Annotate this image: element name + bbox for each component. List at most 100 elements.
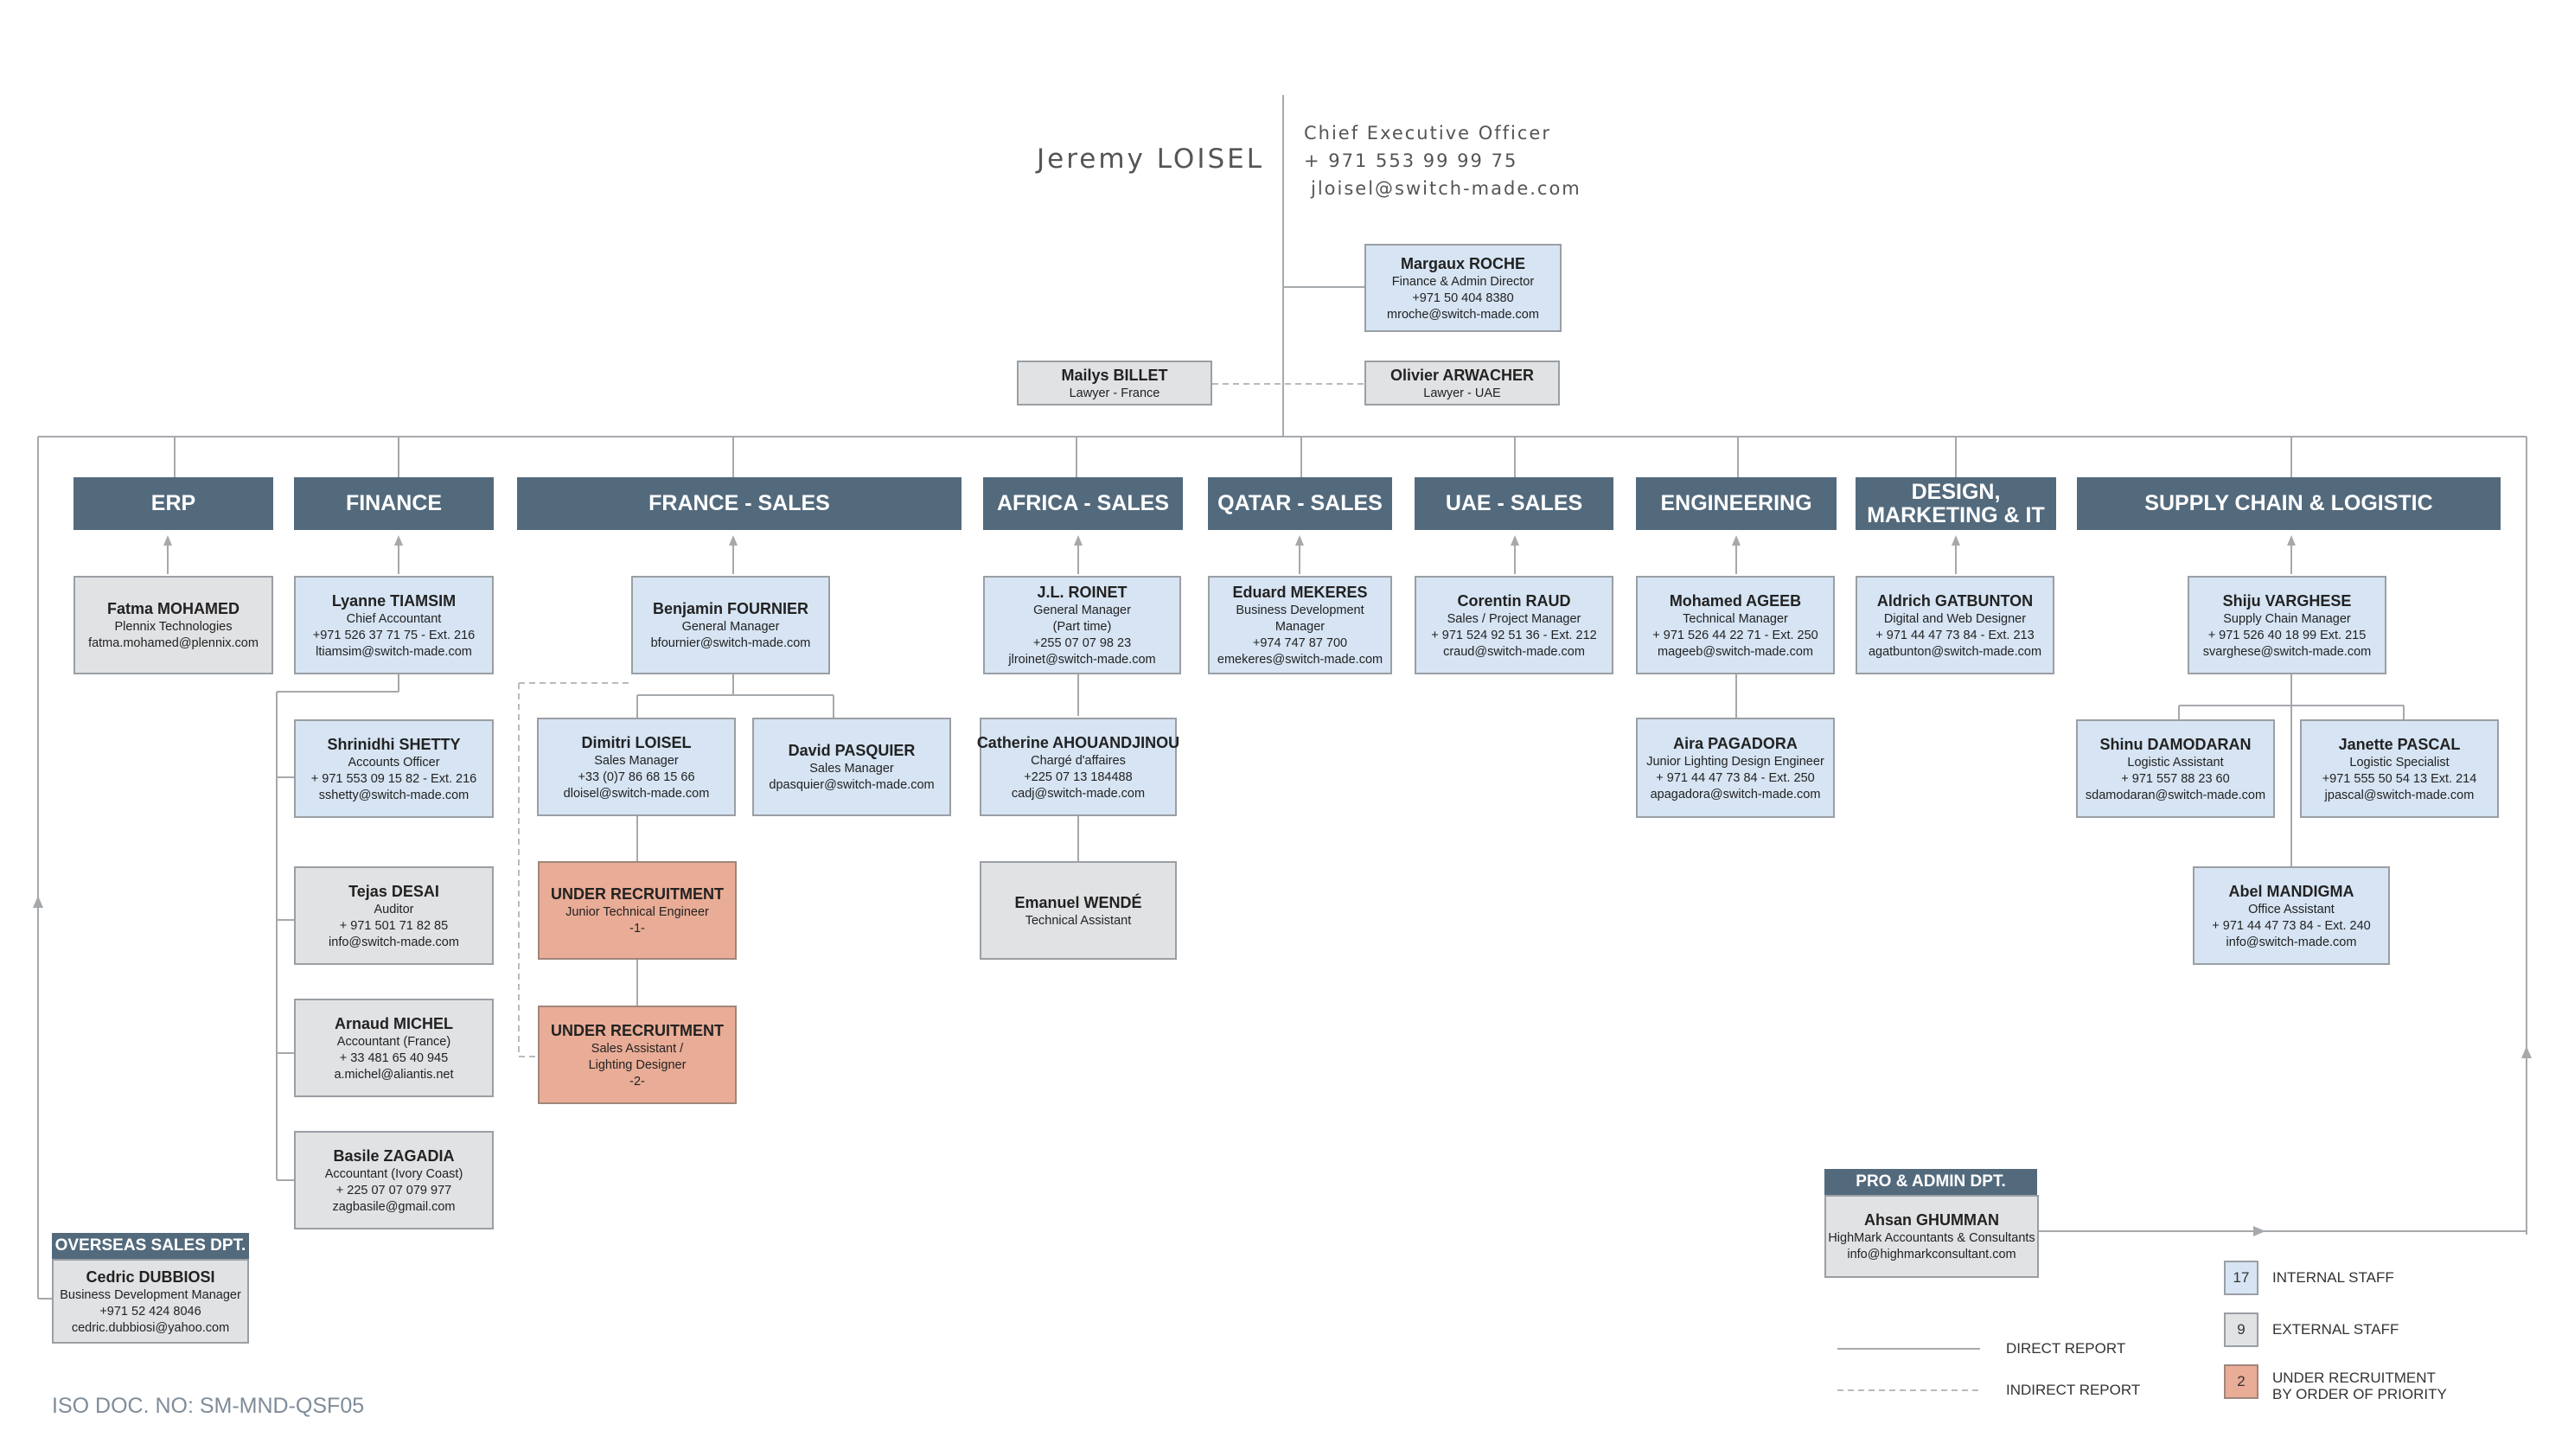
person-card-arwacher: Olivier ARWACHER Lawyer - UAE — [1364, 361, 1560, 406]
person-details: Office Assistant + 971 44 47 73 84 - Ext… — [2212, 902, 2371, 949]
ceo-title: Chief Executive Officer — [1304, 123, 1551, 144]
person-name: Catherine AHOUANDJINOU — [976, 733, 1180, 751]
person-details: Business Development Manager +974 747 87… — [1217, 603, 1383, 667]
person-name: Margaux ROCHE — [1400, 254, 1526, 272]
legend-internal-count: 17 — [2224, 1261, 2258, 1295]
person-details: Sales Assistant / Lighting Designer -2- — [588, 1041, 687, 1089]
legend-external-label: EXTERNAL STAFF — [2272, 1321, 2399, 1338]
person-card-pagadora: Aira PAGADORA Junior Lighting Design Eng… — [1636, 718, 1835, 818]
person-card-mekeres: Eduard MEKERES Business Development Mana… — [1208, 576, 1392, 674]
iso-doc-number: ISO DOC. NO: SM-MND-QSF05 — [52, 1394, 365, 1418]
person-card-tiamsim: Lyanne TIAMSIM Chief Accountant +971 526… — [294, 576, 494, 674]
person-card-gatbunton: Aldrich GATBUNTON Digital and Web Design… — [1856, 576, 2054, 674]
legend-recruitment-count: 2 — [2224, 1364, 2258, 1399]
person-details: Supply Chain Manager + 971 526 40 18 99 … — [2202, 611, 2372, 659]
dept-africa-sales: AFRICA - SALES — [983, 477, 1183, 530]
person-card-pasquier: David PASQUIER Sales Manager dpasquier@s… — [752, 718, 951, 816]
person-card-michel: Arnaud MICHEL Accountant (France) + 33 4… — [294, 999, 494, 1097]
dept-design-marketing-it: DESIGN, MARKETING & IT — [1856, 477, 2056, 530]
person-card-dubbiosi: Cedric DUBBIOSI Business Development Man… — [52, 1259, 249, 1344]
person-name: Benjamin FOURNIER — [652, 600, 809, 617]
person-details: Sales Manager dpasquier@switch-made.com — [769, 762, 935, 792]
person-name: Janette PASCAL — [2338, 735, 2461, 753]
dept-france-sales: FRANCE - SALES — [517, 477, 961, 530]
person-details: Logistic Specialist +971 555 50 54 13 Ex… — [2322, 755, 2477, 802]
ceo-details: Chief Executive Officer + 971 553 99 99 … — [1304, 119, 1581, 202]
person-details: HighMark Accountants & Consultants info@… — [1828, 1231, 2035, 1261]
person-name: Basile ZAGADIA — [333, 1146, 455, 1165]
person-details: Junior Lighting Design Engineer + 971 44… — [1646, 754, 1824, 801]
person-details: Junior Technical Engineer -1- — [565, 905, 709, 936]
person-card-roche: Margaux ROCHE Finance & Admin Director +… — [1364, 244, 1562, 332]
person-name: Aldrich GATBUNTON — [1876, 591, 2034, 610]
person-card-zagadia: Basile ZAGADIA Accountant (Ivory Coast) … — [294, 1131, 494, 1229]
person-details: Accountant (Ivory Coast) + 225 07 07 079… — [324, 1166, 463, 1214]
person-name: Olivier ARWACHER — [1389, 366, 1535, 384]
person-details: Lawyer - UAE — [1423, 386, 1501, 400]
person-name: Cedric DUBBIOSI — [86, 1268, 215, 1286]
person-details: Chargé d'affaires +225 07 13 184488 cadj… — [1011, 753, 1146, 801]
person-name: Ahsan GHUMMAN — [1864, 1211, 1999, 1229]
person-name: Shinu DAMODARAN — [2099, 735, 2252, 753]
person-name: Eduard MEKERES — [1232, 584, 1368, 601]
person-card-fournier: Benjamin FOURNIER General Manager bfourn… — [631, 576, 830, 674]
person-details: Business Development Manager +971 52 424… — [60, 1287, 241, 1335]
person-card-roinet: J.L. ROINET General Manager (Part time) … — [983, 576, 1181, 674]
person-details: Sales Manager +33 (0)7 86 68 15 66 dlois… — [563, 753, 710, 801]
person-details: Accounts Officer + 971 553 09 15 82 - Ex… — [310, 755, 477, 802]
person-card-damodaran: Shinu DAMODARAN Logistic Assistant + 971… — [2076, 719, 2275, 818]
ceo-name: Jeremy LOISEL — [1037, 144, 1264, 175]
person-details: General Manager bfournier@switch-made.co… — [650, 620, 811, 650]
person-name: Arnaud MICHEL — [335, 1014, 453, 1032]
person-name: Abel MANDIGMA — [2228, 882, 2354, 900]
dept-engineering: ENGINEERING — [1636, 477, 1837, 530]
dept-uae-sales: UAE - SALES — [1415, 477, 1613, 530]
person-details: Technical Assistant — [1025, 913, 1132, 928]
dept-supply-chain: SUPPLY CHAIN & LOGISTIC — [2077, 477, 2501, 530]
person-name: Fatma MOHAMED — [106, 600, 240, 617]
legend-external-count: 9 — [2224, 1312, 2258, 1347]
dept-pro-admin: PRO & ADMIN DPT. — [1824, 1169, 2037, 1195]
person-card-ghumman: Ahsan GHUMMAN HighMark Accountants & Con… — [1824, 1195, 2039, 1278]
person-card-recruitment-1: UNDER RECRUITMENT Junior Technical Engin… — [538, 861, 737, 960]
person-card-pascal: Janette PASCAL Logistic Specialist +971 … — [2300, 719, 2499, 818]
person-name: Aira PAGADORA — [1673, 734, 1798, 752]
person-details: Sales / Project Manager + 971 524 92 51 … — [1431, 611, 1597, 659]
person-details: Plennix Technologies fatma.mohamed@plenn… — [88, 620, 259, 650]
person-name: UNDER RECRUITMENT — [551, 1021, 724, 1039]
legend-indirect-report: INDIRECT REPORT — [2006, 1382, 2141, 1398]
person-details: Technical Manager + 971 526 44 22 71 - E… — [1652, 611, 1818, 659]
legend-recruitment-label: UNDER RECRUITMENT BY ORDER OF PRIORITY — [2272, 1370, 2447, 1402]
person-details: Chief Accountant +971 526 37 71 75 - Ext… — [312, 611, 476, 659]
person-card-dloisel: Dimitri LOISEL Sales Manager +33 (0)7 86… — [537, 718, 736, 816]
person-card-mandigma: Abel MANDIGMA Office Assistant + 971 44 … — [2193, 866, 2390, 965]
person-details: General Manager (Part time) +255 07 07 9… — [1008, 603, 1156, 667]
person-card-shetty: Shrinidhi SHETTY Accounts Officer + 971 … — [294, 719, 494, 818]
ceo-phone: + 971 553 99 99 75 — [1304, 150, 1518, 171]
person-name: Emanuel WENDÉ — [1014, 893, 1142, 911]
person-card-recruitment-2: UNDER RECRUITMENT Sales Assistant / Ligh… — [538, 1006, 737, 1104]
person-details: Auditor + 971 501 71 82 85 info@switch-m… — [329, 902, 459, 949]
person-name: J.L. ROINET — [1037, 584, 1128, 601]
person-name: Lyanne TIAMSIM — [331, 591, 457, 610]
dept-overseas-sales: OVERSEAS SALES DPT. — [52, 1233, 249, 1259]
person-card-ahouandjinou: Catherine AHOUANDJINOU Chargé d'affaires… — [976, 718, 1180, 816]
person-details: Accountant (France) + 33 481 65 40 945 a… — [334, 1034, 454, 1082]
dept-qatar-sales: QATAR - SALES — [1208, 477, 1392, 530]
person-name: Mailys BILLET — [1061, 366, 1168, 384]
person-details: Lawyer - France — [1069, 386, 1160, 400]
dept-finance: FINANCE — [294, 477, 494, 530]
ceo-email: jloisel@switch-made.com — [1311, 178, 1581, 199]
person-details: Finance & Admin Director +971 50 404 838… — [1387, 274, 1539, 322]
person-card-desai: Tejas DESAI Auditor + 971 501 71 82 85 i… — [294, 866, 494, 965]
person-details: Logistic Assistant + 971 557 88 23 60 sd… — [2085, 755, 2266, 802]
legend-direct-report: DIRECT REPORT — [2006, 1340, 2126, 1357]
person-name: Shrinidhi SHETTY — [327, 735, 461, 753]
person-card-mohamed: Fatma MOHAMED Plennix Technologies fatma… — [73, 576, 273, 674]
person-card-ageeb: Mohamed AGEEB Technical Manager + 971 52… — [1636, 576, 1835, 674]
person-name: UNDER RECRUITMENT — [551, 885, 724, 903]
person-card-billet: Mailys BILLET Lawyer - France — [1017, 361, 1212, 406]
person-name: Mohamed AGEEB — [1669, 591, 1802, 610]
person-name: Shiju VARGHESE — [2222, 591, 2352, 610]
